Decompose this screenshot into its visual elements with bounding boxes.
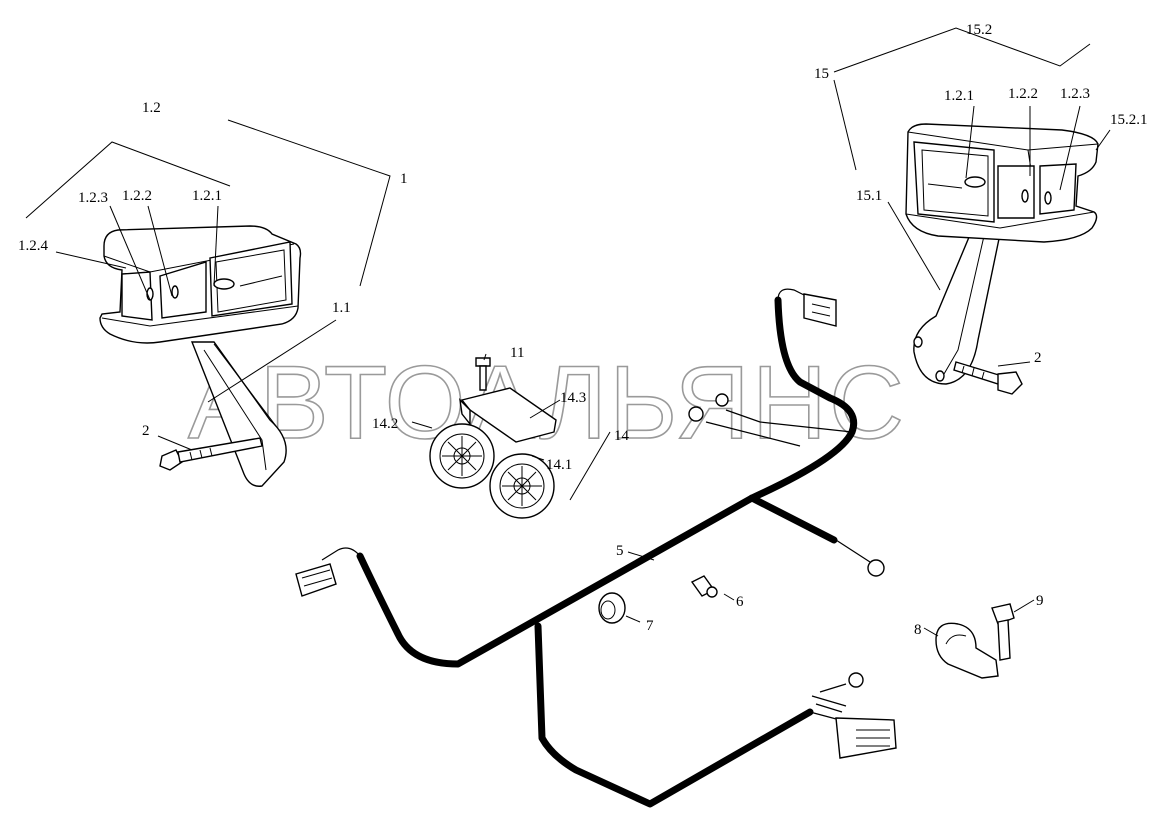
horn-assembly <box>429 357 557 519</box>
label-6: 6 <box>736 594 744 610</box>
label-11: 11 <box>510 345 524 361</box>
leader-lines <box>25 27 1111 637</box>
watermark-text: АВТОАЛЬЯНС <box>188 345 906 461</box>
label-15-1: 15.1 <box>856 188 882 204</box>
label-2-left: 2 <box>142 423 150 439</box>
label-15: 15 <box>814 66 829 82</box>
label-14: 14 <box>614 428 630 444</box>
label-15-2-1: 15.2.1 <box>1110 112 1148 128</box>
label-1-2-1-right: 1.2.1 <box>944 88 974 104</box>
label-15-2: 15.2 <box>966 22 992 38</box>
label-2-right: 2 <box>1034 350 1042 366</box>
callout-labels: 1 1.1 1.2 1.2.3 1.2.2 1.2.1 1.2.4 2 2 5 … <box>18 22 1148 638</box>
top-harness-connector <box>803 293 837 327</box>
clip-6 <box>690 575 718 598</box>
label-1-2-2-right: 1.2.2 <box>1008 86 1038 102</box>
label-7: 7 <box>646 618 654 634</box>
right-mirror-assembly <box>905 123 1099 395</box>
wiring-harness <box>295 288 897 808</box>
label-1-2-4: 1.2.4 <box>18 238 49 254</box>
label-1-2-3-left: 1.2.3 <box>78 190 108 206</box>
label-14-3: 14.3 <box>560 390 586 406</box>
label-1-1: 1.1 <box>332 300 351 316</box>
right-mirror-arm <box>913 229 1001 385</box>
label-1-2-1-left: 1.2.1 <box>192 188 222 204</box>
label-14-2: 14.2 <box>372 416 398 432</box>
label-5: 5 <box>616 543 624 559</box>
label-1-2: 1.2 <box>142 100 161 116</box>
label-8: 8 <box>914 622 922 638</box>
left-harness-connector <box>295 563 337 597</box>
label-9: 9 <box>1036 593 1044 609</box>
label-1: 1 <box>400 171 408 187</box>
label-1-2-3-right: 1.2.3 <box>1060 86 1090 102</box>
grommet-7 <box>598 592 626 624</box>
right-bolt <box>953 361 1023 395</box>
bolt-9 <box>991 603 1015 661</box>
label-1-2-2-left: 1.2.2 <box>122 188 152 204</box>
clamp-8 <box>935 622 999 679</box>
label-14-1: 14.1 <box>546 457 572 473</box>
left-bolt <box>159 437 263 471</box>
